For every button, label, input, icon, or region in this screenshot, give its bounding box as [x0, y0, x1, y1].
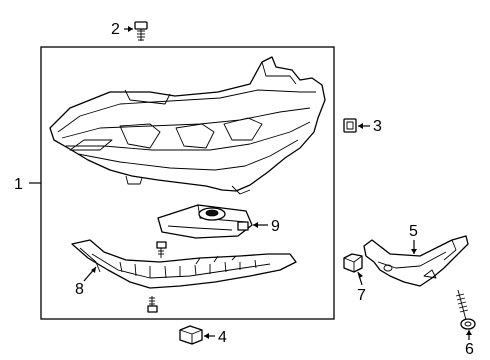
callout-label-5: 5: [409, 223, 418, 240]
callout-7[interactable]: 7: [357, 271, 366, 304]
callout-label-7: 7: [357, 287, 366, 304]
callout-2[interactable]: 2: [111, 21, 133, 38]
callout-6[interactable]: 6: [465, 330, 474, 358]
module-bolt-icon: [156, 241, 167, 258]
callout-label-8: 8: [75, 281, 84, 298]
side-bracket-icon: [363, 235, 469, 287]
callout-8[interactable]: 8: [75, 266, 97, 298]
upper-bolt-icon: [134, 21, 148, 41]
callout-9[interactable]: 9: [253, 218, 280, 235]
control-module-icon: [157, 204, 253, 239]
headlamp-assembly-icon: [49, 56, 326, 195]
callout-4[interactable]: 4: [204, 329, 227, 346]
lower-bolt-icon: [147, 296, 158, 313]
callout-label-2: 2: [111, 21, 120, 38]
bracket-bolt-icon: [455, 289, 476, 330]
bracket-clip-icon: [343, 253, 363, 273]
lower-bracket-icon: [71, 239, 297, 289]
callout-label-1: 1: [14, 176, 23, 193]
callout-5[interactable]: 5: [409, 223, 418, 254]
clip-nut-icon: [343, 118, 357, 133]
callout-label-6: 6: [465, 341, 474, 358]
callout-label-4: 4: [218, 329, 227, 346]
callout-label-9: 9: [271, 218, 280, 235]
lower-clip-icon: [179, 325, 203, 345]
callout-3[interactable]: 3: [358, 118, 382, 135]
callout-1[interactable]: 1: [14, 176, 41, 193]
callout-label-3: 3: [373, 118, 382, 135]
